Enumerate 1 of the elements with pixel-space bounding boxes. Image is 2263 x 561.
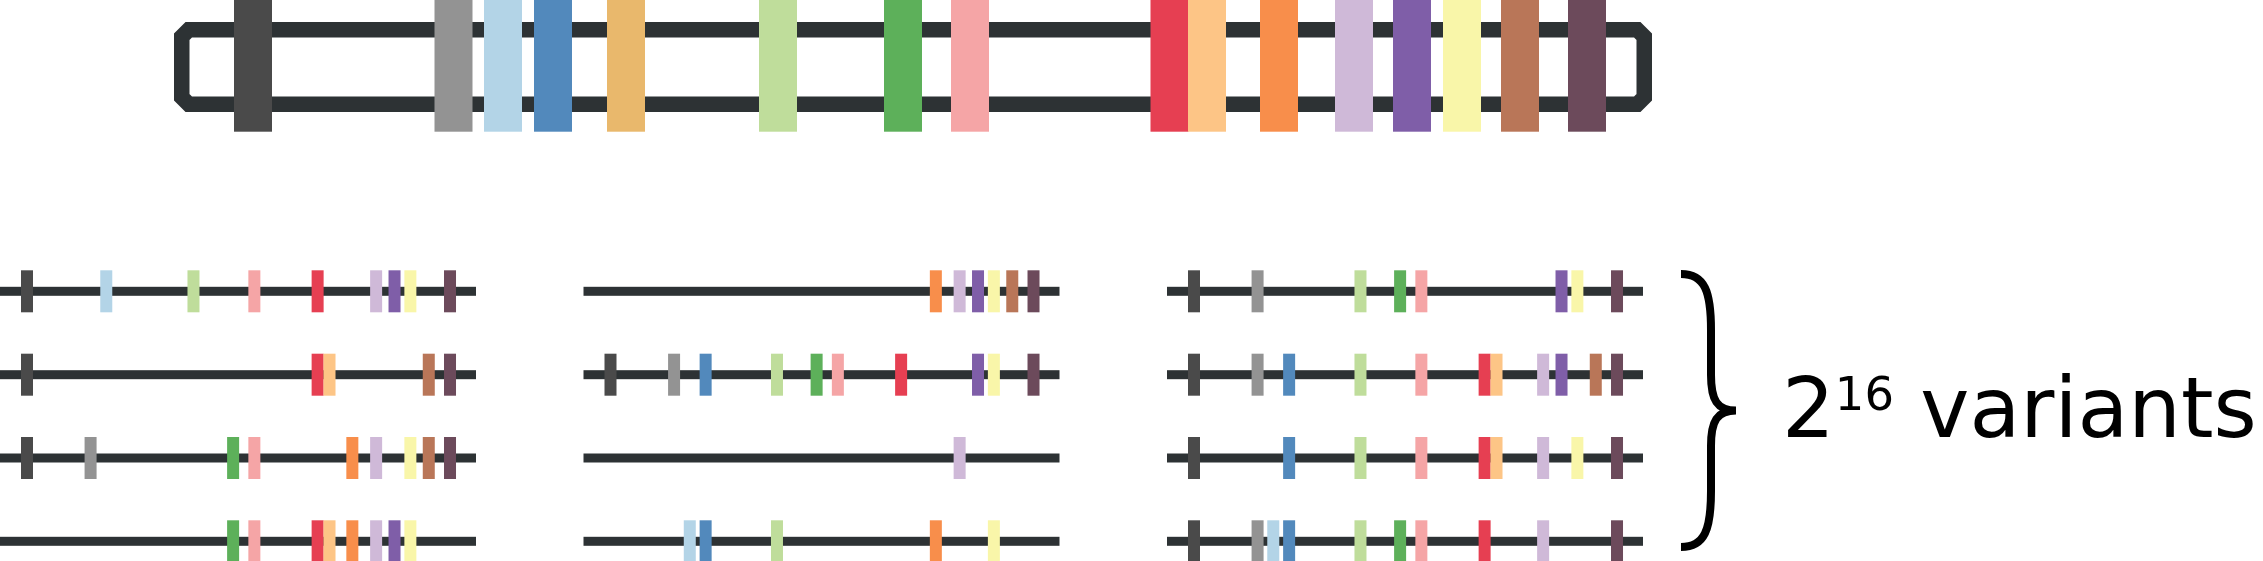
- variant-count-label: 2$^{16}$ variants: [1782, 366, 2257, 450]
